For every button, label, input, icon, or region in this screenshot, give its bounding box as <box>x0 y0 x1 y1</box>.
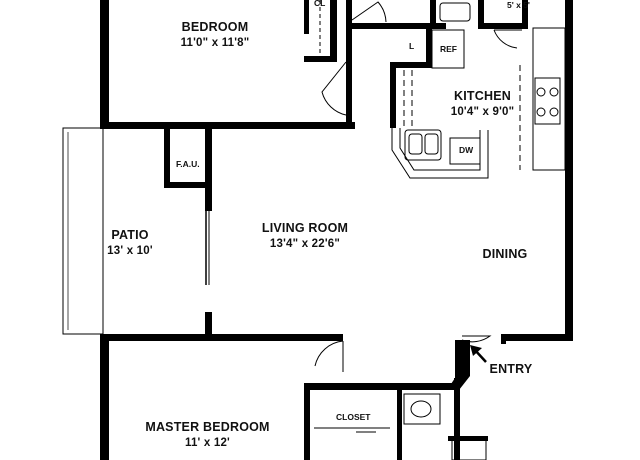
master-dims: 11' x 12' <box>184 436 230 449</box>
doors <box>305 0 522 372</box>
bedroom-name: BEDROOM <box>181 20 249 34</box>
room-label-living: LIVING ROOM 13'4" x 22'6" <box>245 221 365 251</box>
room-label-master: MASTER BEDROOM 11' x 12' <box>135 420 280 450</box>
ref-label: REF <box>440 44 457 54</box>
dw-label: DW <box>459 145 474 155</box>
room-label-dining: DINING <box>470 247 540 263</box>
kitchen-dims: 10'4" x 9'0" <box>450 105 515 118</box>
room-label-bedroom: BEDROOM 11'0" x 11'8" <box>160 20 270 50</box>
closet-label: CLOSET <box>336 412 371 422</box>
room-label-patio: PATIO 13' x 10' <box>90 228 170 258</box>
living-dims: 13'4" x 22'6" <box>269 237 341 250</box>
room-label-entry: ENTRY <box>483 362 539 378</box>
room-label-kitchen: KITCHEN 10'4" x 9'0" <box>425 89 540 119</box>
kitchen-name: KITCHEN <box>454 89 511 103</box>
sliding-door <box>205 211 210 285</box>
master-name: MASTER BEDROOM <box>145 420 270 434</box>
walls <box>100 0 573 460</box>
linen-label: L <box>409 41 415 51</box>
entry-arrow-icon <box>470 345 487 363</box>
dining-name: DINING <box>482 247 528 261</box>
patio-dims: 13' x 10' <box>107 244 153 257</box>
dishwasher-box <box>449 137 481 165</box>
kitchen-sink <box>404 129 442 161</box>
patio-outline <box>62 127 104 335</box>
bedroom-dims: 11'0" x 11'8" <box>180 36 250 49</box>
bathtub <box>451 439 487 460</box>
closet-rod <box>314 0 390 433</box>
bath-sink <box>403 393 441 425</box>
storage-dims-label: 5' x 5' <box>507 0 530 10</box>
stove <box>534 77 561 125</box>
windows <box>101 59 572 411</box>
closet-small-label: CL <box>314 0 326 8</box>
fau-label: F.A.U. <box>176 159 200 169</box>
entry-name: ENTRY <box>489 362 533 376</box>
patio-name: PATIO <box>111 228 149 242</box>
soffit-lines <box>403 65 521 170</box>
living-name: LIVING ROOM <box>261 221 349 235</box>
